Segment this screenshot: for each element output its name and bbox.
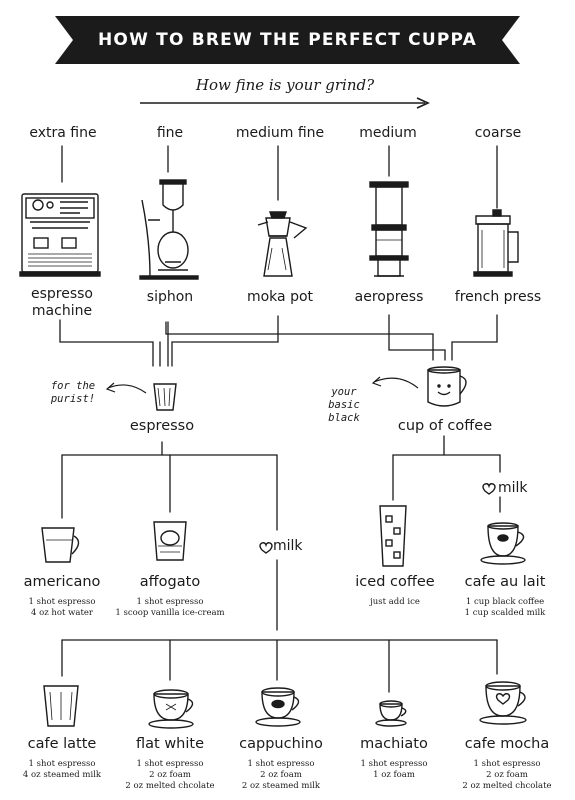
drink-cafe-mocha: cafe mocha	[464, 736, 550, 752]
device-espresso-machine: espresso machine	[30, 286, 93, 319]
cup-of-coffee-label: cup of coffee	[397, 418, 493, 434]
drink-cappuchino: cappuchino	[239, 736, 323, 752]
note-for-the-purist: for the purist!	[50, 380, 96, 405]
recipe-iced-coffee: just add ice	[370, 597, 420, 607]
drink-americano: americano	[23, 574, 101, 590]
device-siphon: siphon	[146, 289, 194, 305]
grind-medium-fine: medium fine	[235, 125, 325, 141]
device-french-press: french press	[454, 289, 542, 305]
title-banner	[55, 16, 520, 64]
milk-label-espresso: milk	[273, 538, 303, 554]
drink-machiato: machiato	[360, 736, 428, 752]
drink-iced-coffee: iced coffee	[355, 574, 435, 590]
page-title: HOW TO BREW THE PERFECT CUPPA	[98, 30, 477, 50]
device-moka-pot: moka pot	[246, 289, 314, 305]
grind-coarse: coarse	[474, 125, 522, 141]
drink-affogato: affogato	[139, 574, 201, 590]
milk-label-coffee: milk	[498, 480, 528, 496]
note-your-basic-black: your basic black	[328, 386, 360, 424]
drink-cafe-au-lait: cafe au lait	[464, 574, 546, 590]
title-banner-text-box: HOW TO BREW THE PERFECT CUPPA	[55, 16, 520, 64]
grind-question: How fine is your grind?	[195, 76, 375, 94]
drink-flat-white: flat white	[136, 736, 204, 752]
grind-medium: medium	[359, 125, 417, 141]
drink-cafe-latte: cafe latte	[27, 736, 97, 752]
grind-extra-fine: extra fine	[29, 125, 97, 141]
device-aeropress: aeropress	[354, 289, 424, 305]
espresso-label: espresso	[129, 418, 195, 434]
grind-fine: fine	[156, 125, 184, 141]
